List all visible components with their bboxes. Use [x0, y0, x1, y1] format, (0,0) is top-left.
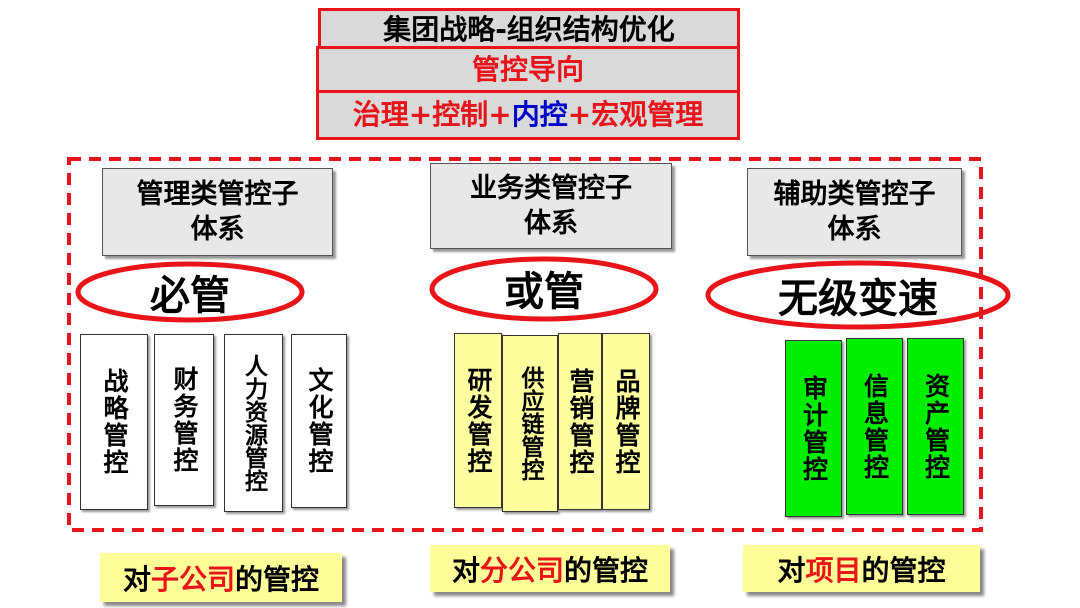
mode-or: 或管: [504, 269, 584, 315]
text-segment: 内控: [511, 98, 568, 131]
control-item: 财务管控: [154, 334, 214, 506]
mode-variable: 无级变速: [778, 276, 938, 322]
text-segment: 控制: [432, 98, 489, 131]
target-label: 对项目的管控: [743, 545, 980, 592]
text-segment: +: [488, 98, 512, 131]
text-segment: 治理: [352, 98, 409, 131]
text-segment: 对: [777, 553, 806, 587]
category-title: 管理类管控子: [136, 178, 299, 210]
control-item: 战略管控: [80, 334, 148, 510]
control-item: 信息管控: [846, 338, 903, 515]
control-item: 资产管控: [907, 338, 964, 515]
control-item: 人力资源管控: [224, 334, 283, 512]
category-management: 管理类管控子体系: [102, 168, 333, 256]
formula-box: 治理+控制+内控+宏观管理: [316, 90, 740, 140]
control-item: 供应链管控: [502, 335, 558, 512]
category-title: 辅助类管控子: [773, 178, 936, 210]
title-box: 集团战略-组织结构优化: [318, 8, 740, 52]
text-segment: 对: [122, 562, 151, 596]
control-item: 营销管控: [558, 333, 602, 510]
category-title-2: 体系: [524, 208, 578, 239]
category-title-2: 体系: [190, 214, 245, 245]
text-segment: 的管控: [861, 553, 946, 587]
text-segment: 分公司: [479, 553, 564, 587]
ellipse-must: [75, 261, 305, 323]
control-item: 审计管控: [785, 340, 842, 517]
text-segment: 对: [451, 553, 480, 587]
ellipse-or: [429, 256, 659, 322]
text-segment: 子公司: [150, 562, 235, 596]
text-segment: +: [408, 98, 433, 131]
category-auxiliary: 辅助类管控子体系: [747, 168, 962, 256]
category-title-2: 体系: [827, 214, 882, 245]
text-segment: 的管控: [235, 562, 320, 596]
text-segment: 项目: [805, 553, 862, 587]
mode-must: 必管: [150, 273, 230, 319]
ellipse-variable: [705, 260, 1011, 330]
category-title: 业务类管控子: [470, 172, 632, 204]
text-segment: 宏观管理: [591, 98, 704, 131]
category-business: 业务类管控子体系: [430, 163, 672, 249]
target-label: 对子公司的管控: [100, 553, 342, 602]
dashed-frame: [67, 157, 983, 532]
control-item: 研发管控: [454, 333, 502, 508]
text-segment: 的管控: [564, 553, 649, 587]
control-item: 文化管控: [291, 334, 347, 508]
target-label: 对分公司的管控: [430, 545, 670, 592]
control-item: 品牌管控: [602, 333, 650, 510]
text-segment: +: [567, 98, 592, 131]
